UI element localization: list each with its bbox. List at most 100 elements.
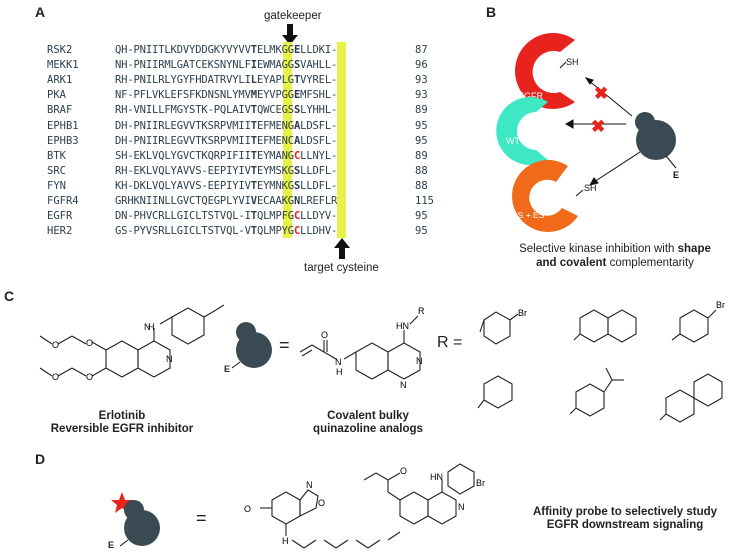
panel-a-letter: A — [35, 4, 46, 20]
sequence: DH-PNIIRLEGVVTKSRPVMIITEFMENCALDSFL- — [115, 135, 337, 147]
cysteine-position-residue: T — [293, 74, 301, 87]
hn-label-analog: HN — [396, 321, 409, 331]
n-label-analog-2: N — [416, 356, 423, 366]
kinase-name: FGFR4 — [47, 195, 79, 207]
equals-d: = — [196, 508, 207, 528]
n-label-d-2: N — [458, 502, 465, 512]
nh-label-erl: H — [148, 322, 155, 332]
o-label-erl-2: O — [86, 372, 93, 382]
h-label-d: H — [282, 536, 289, 546]
seq-mid: EYMNKG — [256, 179, 294, 192]
seq-post: LDSFL- — [300, 134, 338, 147]
kinase-name: BRAF — [47, 104, 73, 117]
as-es-kinase-shape: AS + ES SH — [512, 159, 597, 232]
seq-post: LLDHV- — [300, 225, 338, 238]
hn-label-d: HN — [430, 472, 443, 482]
sequence: QH-PNIITLKDVYDDGKYVYVVTELMKGGELLDKI- — [115, 44, 337, 56]
residue-number: 95 — [415, 210, 428, 223]
seq-post: LLNYL- — [300, 149, 338, 162]
probe-structure: O N O H O HN Br N — [244, 463, 485, 549]
seq-post: LLDFL- — [300, 164, 338, 177]
gatekeeper-residue: T — [250, 104, 257, 117]
sequence: RH-EKLVQLYAVVS-EEPIYIVTEYMSKGSLLDFL- — [115, 165, 337, 177]
gatekeeper-residue: L — [250, 74, 257, 87]
target-cysteine-label: target cysteine — [304, 262, 379, 274]
seq-pre: RH-VNILLFMGYSTK-PQLAIV — [115, 104, 251, 117]
seq-pre: QH-PNIITLKDVYDDGKYVYVV — [115, 44, 251, 56]
seq-mid: ELMKGG — [256, 44, 294, 56]
n-label-erl-2: N — [166, 354, 173, 364]
sequence: NH-PNIIRMLGATCEKSNYNLFIEWMAGGSVAHLL- — [115, 59, 337, 71]
cysteine-position-residue: S — [293, 59, 301, 72]
seq-mid: QWCEGS — [256, 104, 294, 117]
alignment-row: MEKK1 NH-PNIIRMLGATCEKSNYNLFIEWMAGGSVAHLL… — [47, 59, 428, 72]
gatekeeper-residue: T — [250, 179, 257, 192]
target-arrow-icon — [334, 238, 350, 259]
seq-pre: DH-PNIIRLEGVVTKSRPVMII — [115, 119, 251, 132]
caption-bold-2: and covalent — [536, 257, 607, 269]
o-label-erl-3: O — [52, 340, 59, 350]
gatekeeper-residue: T — [250, 44, 257, 56]
br-label-d: Br — [476, 478, 485, 488]
seq-pre: NF-PFLVKLEFSFKDNSNLYMV — [115, 89, 251, 102]
as-es-label: AS + ES — [512, 210, 545, 220]
wt-label: WT — [506, 136, 520, 146]
r-group-structures: Br Br — [477, 300, 725, 423]
erlotinib-name: Erlotinib — [98, 410, 146, 422]
equals-c: = — [279, 335, 290, 355]
kinase-name: MEKK1 — [47, 59, 79, 72]
gatekeeper-residue: T — [250, 225, 257, 238]
residue-number: 95 — [415, 134, 428, 147]
cysteine-position-residue: C — [293, 225, 301, 238]
sequence: NF-PFLVKLEFSFKDNSNLYMVMEYVPGGEMFSHL- — [115, 89, 337, 101]
seq-post: LDSFL- — [300, 119, 338, 132]
sequence: GS-PYVSRLLGICLTSTVQL-VTQLMPYGCLLDHV- — [115, 225, 337, 237]
panel-b-letter: B — [486, 4, 497, 20]
block-x-icon-2: ✖ — [591, 117, 605, 136]
caption-text-1: Selective kinase inhibition with — [519, 243, 678, 255]
sequence: KH-DKLVQLYAVVS-EEPIYIVTEYMNKGSLLDFL- — [115, 180, 337, 192]
seq-post: LYHHL- — [300, 104, 338, 117]
residue-number: 89 — [415, 149, 428, 162]
gatekeeper-residue: T — [250, 134, 257, 147]
sequence: RH-PNILRLYGYFHDATRVYLILEYAPLGTVYREL- — [115, 74, 337, 86]
erlotinib-caption: Erlotinib Reversible EGFR inhibitor — [42, 410, 202, 436]
seq-pre: RH-EKLVQLYAVVS-EEPIYIV — [115, 164, 251, 177]
cysteine-position-residue: C — [293, 210, 301, 223]
residue-number: 96 — [415, 59, 428, 72]
e-label-d: E — [108, 540, 115, 550]
probe-line-2: EGFR downstream signaling — [546, 519, 704, 531]
cysteine-position-residue: E — [293, 44, 301, 56]
inhibitor-shape-c — [231, 322, 272, 369]
inhibitor-shape: E — [635, 112, 679, 180]
sequence: DN-PHVCRLLGICLTSTVQL-ITQLMPFGCLLDYV- — [115, 210, 337, 222]
sh-label-bottom: SH — [584, 183, 597, 193]
analog-structure: O N H HN R N N — [299, 306, 425, 390]
probe-caption: Affinity probe to selectively study EGFR… — [520, 506, 730, 532]
o-label-d-1: O — [318, 498, 325, 508]
block-x-icon-1: ✖ — [594, 84, 608, 103]
kinase-name: SRC — [47, 164, 66, 177]
seq-pre: DH-PNIIRLEGVVTKSRPVMII — [115, 134, 251, 147]
seq-mid: EWMAGG — [256, 59, 294, 72]
gatekeeper-residue: V — [250, 195, 257, 207]
r-label-analog: R — [418, 306, 425, 316]
residue-number: 95 — [415, 119, 428, 132]
kinase-name: FYN — [47, 179, 66, 192]
residue-number: 95 — [415, 225, 428, 238]
caption-bold-1: shape — [677, 243, 711, 255]
seq-mid: EYMANG — [256, 149, 294, 162]
kinase-name: PKA — [47, 89, 66, 102]
seq-mid: QLMPFG — [256, 210, 294, 223]
seq-post: MFSHL- — [300, 89, 338, 102]
egfr-label: EGFR — [518, 91, 544, 101]
analog-line-1: Covalent bulky — [327, 410, 409, 422]
